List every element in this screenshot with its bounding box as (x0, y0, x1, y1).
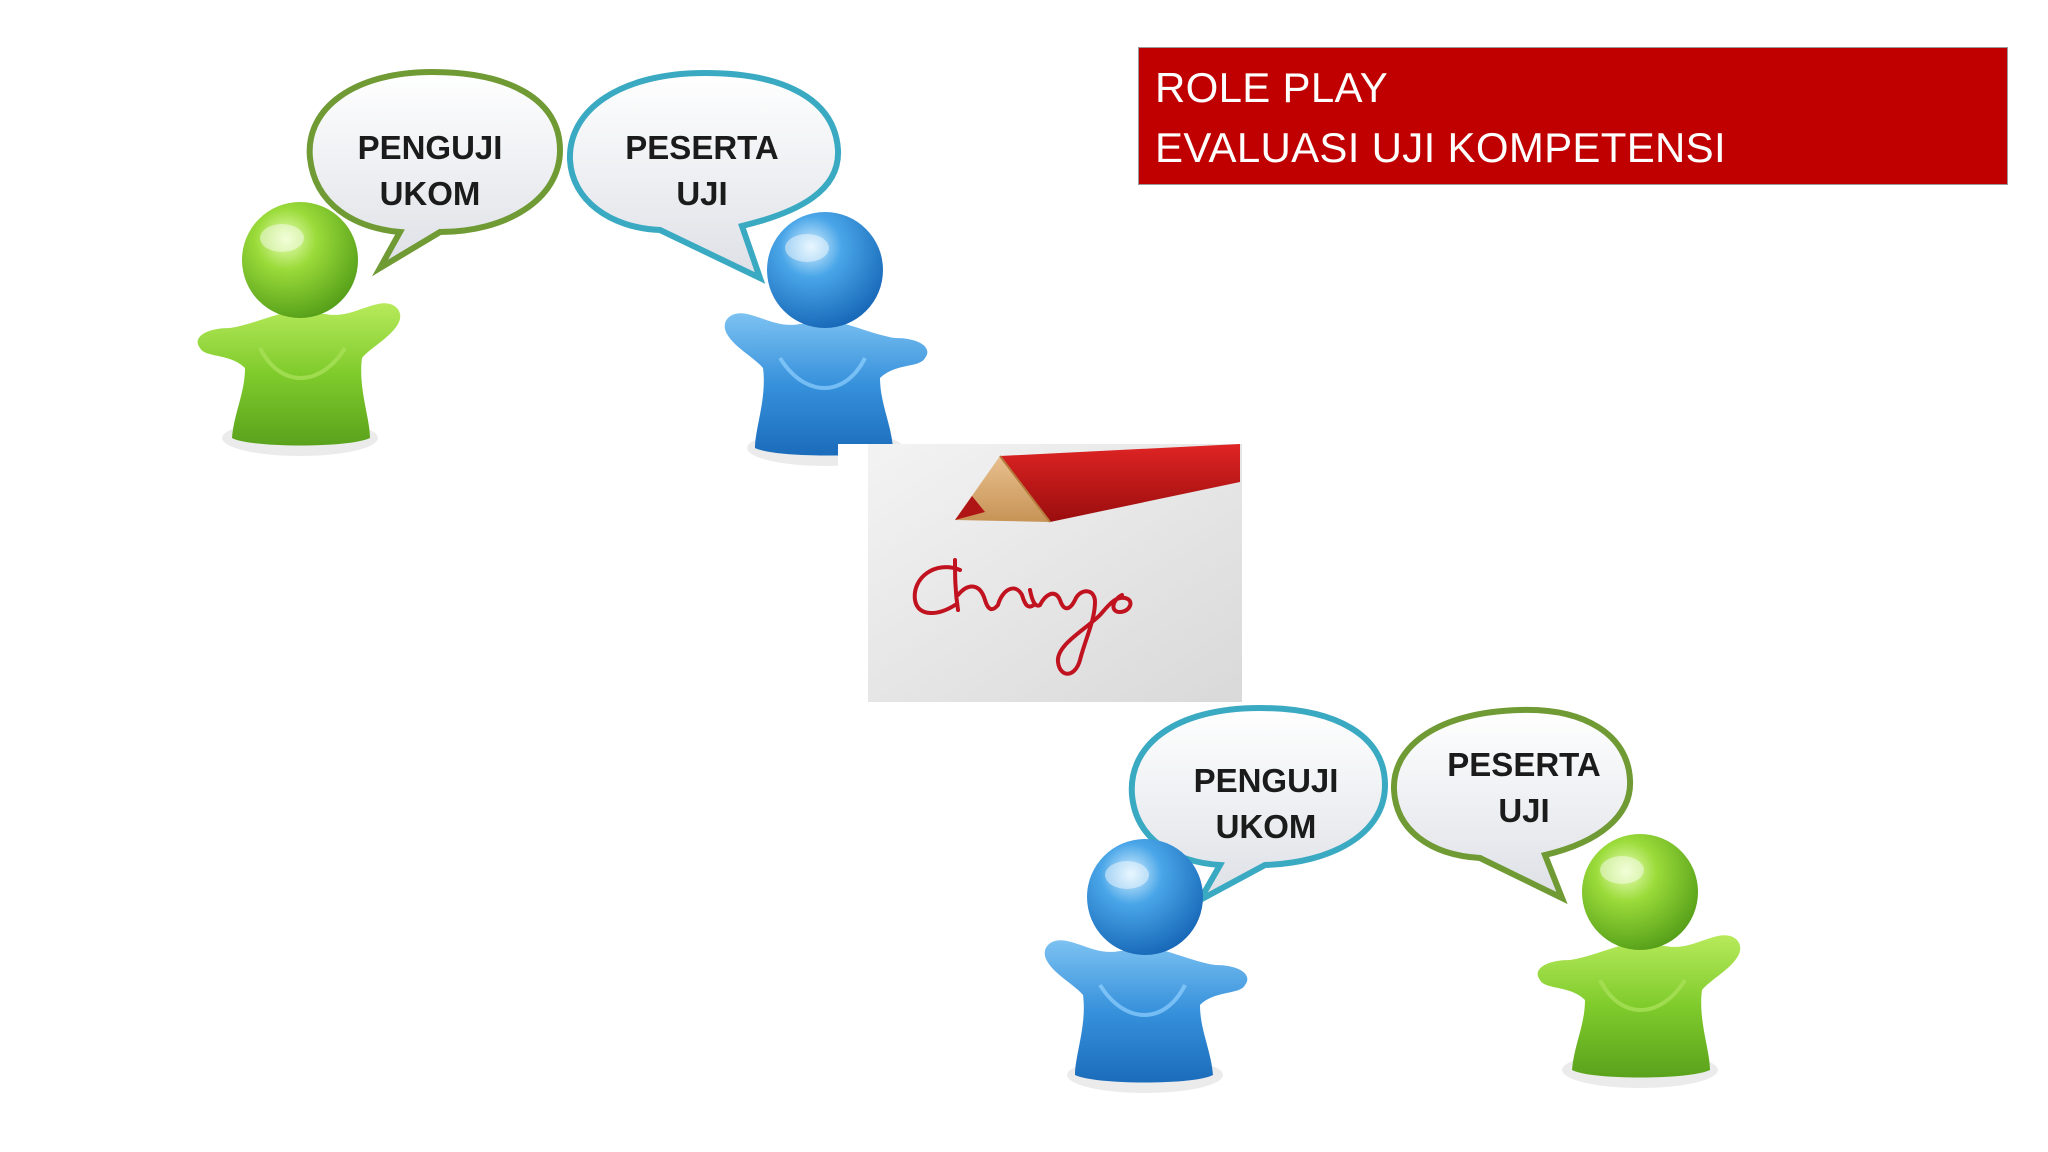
red-pencil-icon (955, 444, 1240, 523)
title-line-2: EVALUASI UJI KOMPETENSI (1155, 124, 1726, 171)
top-right-bubble-label: PESERTA UJI (592, 125, 812, 217)
blue-person-icon (722, 210, 930, 468)
bubble-line: UKOM (1215, 808, 1317, 845)
bubble-line: PENGUJI (1193, 762, 1339, 799)
top-right-speech-bubble-icon (566, 69, 842, 284)
change-photo (838, 444, 1242, 702)
bubble-line: UKOM (379, 175, 481, 212)
bubble-line: PENGUJI (357, 129, 503, 166)
top-left-bubble-label: PENGUJI UKOM (320, 125, 540, 217)
green-person-icon (1535, 832, 1743, 1090)
bubble-line: PESERTA (1447, 746, 1601, 783)
title-line-1: ROLE PLAY (1155, 64, 1389, 111)
bottom-left-speech-bubble-icon (1128, 704, 1389, 908)
bubble-line: PESERTA (625, 129, 779, 166)
bottom-right-bubble-label: PESERTA UJI (1414, 742, 1634, 834)
top-left-speech-bubble-icon (306, 68, 564, 277)
green-person-icon (195, 200, 403, 458)
bottom-right-speech-bubble-icon (1390, 706, 1634, 905)
bubble-line: UJI (1498, 792, 1550, 829)
bottom-left-bubble-label: PENGUJI UKOM (1156, 758, 1376, 850)
title-banner: ROLE PLAY EVALUASI UJI KOMPETENSI (1138, 47, 2008, 185)
bubble-line: UJI (676, 175, 728, 212)
